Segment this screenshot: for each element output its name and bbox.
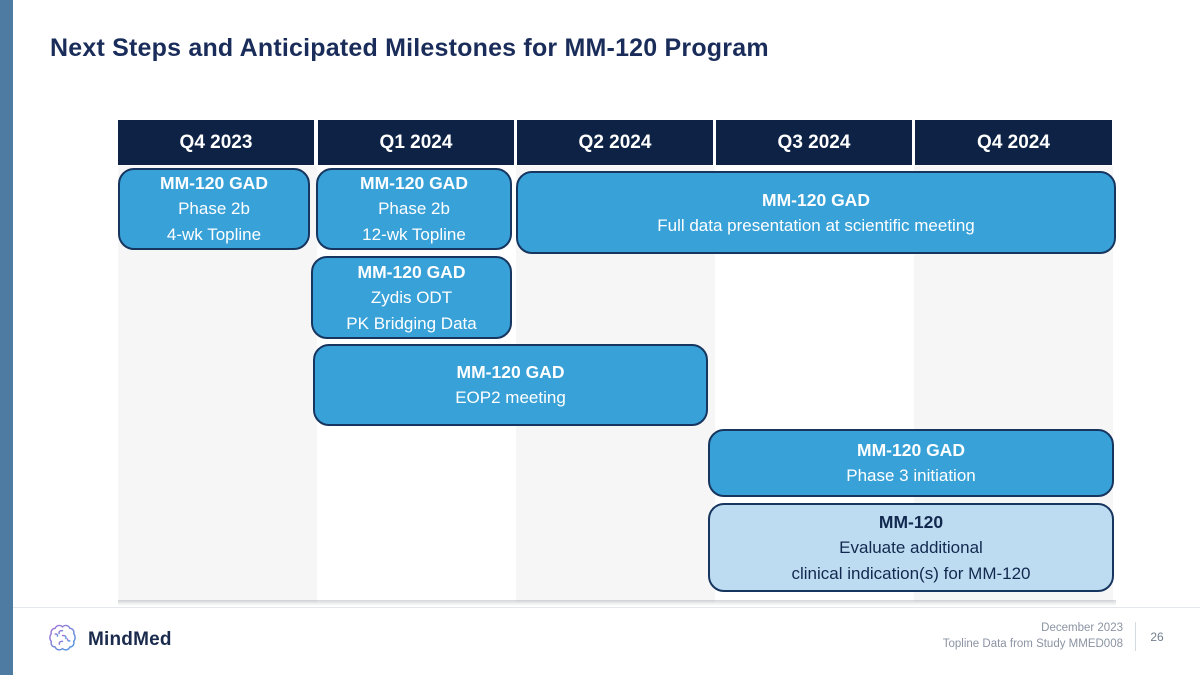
quarter-header-q3-2024: Q3 2024 (716, 120, 912, 165)
milestone-phase2b-12wk-topline: MM-120 GAD Phase 2b 12-wk Topline (316, 168, 512, 250)
milestone-line: Phase 2b (378, 199, 450, 218)
page-title: Next Steps and Anticipated Milestones fo… (50, 34, 769, 62)
milestone-phase3-initiation: MM-120 GAD Phase 3 initiation (708, 429, 1114, 497)
milestone-eop2-meeting: MM-120 GAD EOP2 meeting (313, 344, 708, 426)
brand-wordmark: MindMed (88, 629, 172, 650)
milestone-line: Zydis ODT (370, 287, 453, 307)
milestone-line: 4-wk Topline (166, 225, 262, 244)
milestone-title: MM-120 GAD (857, 440, 965, 460)
milestone-line: clinical indication(s) for MM-120 (791, 563, 1031, 583)
footer-divider-line (13, 607, 1200, 608)
milestone-line: PK Bridging Data (346, 313, 477, 333)
left-accent-bar (0, 0, 13, 675)
milestone-title: MM-120 GAD (360, 173, 468, 193)
milestone-title: MM-120 GAD (160, 173, 268, 193)
milestone-title: MM-120 (878, 511, 944, 532)
milestone-title: MM-120 GAD (762, 189, 870, 210)
milestone-title: MM-120 GAD (357, 261, 466, 282)
footer-notes: December 2023 Topline Data from Study MM… (943, 620, 1123, 652)
milestone-line: 12-wk Topline (362, 225, 466, 244)
footer-date: December 2023 (1041, 622, 1123, 634)
milestone-title: MM-120 GAD (456, 362, 565, 382)
page-number: 26 (1150, 630, 1164, 644)
brain-icon (47, 622, 78, 658)
footer-vertical-divider (1135, 622, 1136, 651)
milestone-phase2b-4wk-topline: MM-120 GAD Phase 2b 4-wk Topline (118, 168, 310, 250)
milestone-zydis-odt-pk-bridging: MM-120 GAD Zydis ODT PK Bridging Data (311, 256, 512, 339)
quarter-header-q4-2024: Q4 2024 (915, 120, 1112, 165)
milestone-line: EOP2 meeting (455, 388, 566, 407)
milestone-evaluate-additional-indications: MM-120 Evaluate additional clinical indi… (708, 503, 1114, 592)
quarter-header-q4-2023: Q4 2023 (118, 120, 314, 165)
milestone-line: Evaluate additional (839, 537, 983, 557)
milestone-full-data-presentation: MM-120 GAD Full data presentation at sci… (516, 171, 1116, 254)
milestone-line: Full data presentation at scientific mee… (657, 215, 975, 235)
milestone-line: Phase 3 initiation (846, 466, 976, 485)
quarter-header-q2-2024: Q2 2024 (517, 120, 713, 165)
mindmed-logo: MindMed (47, 623, 172, 657)
quarter-header-q1-2024: Q1 2024 (318, 120, 514, 165)
footer-source: Topline Data from Study MMED008 (942, 638, 1123, 650)
milestone-line: Phase 2b (178, 199, 250, 218)
timeline-panel-shadow (118, 600, 1116, 606)
